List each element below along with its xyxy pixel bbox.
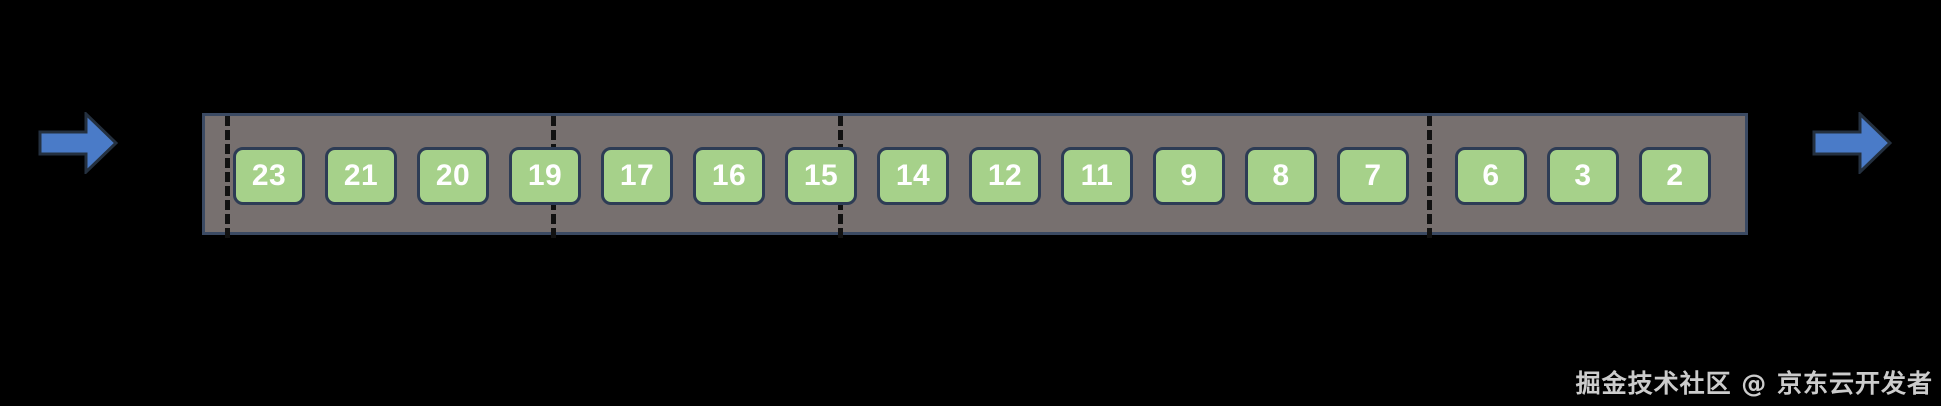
array-cell-label: 8 [1272,159,1290,192]
array-cell-label: 20 [435,159,471,192]
array-cell: 15 [785,147,857,205]
array-cell: 8 [1245,147,1317,205]
divider-start [225,116,230,238]
array-cell-label: 11 [1080,159,1114,192]
array-cell: 16 [693,147,765,205]
array-cell: 20 [417,147,489,205]
array-cell-label: 19 [527,159,563,192]
array-cell-label: 14 [895,159,931,192]
array-cell: 21 [325,147,397,205]
array-cell: 2 [1639,147,1711,205]
array-cell: 19 [509,147,581,205]
array-cell-label: 2 [1666,159,1684,192]
array-cell-label: 21 [343,159,379,192]
array-cell: 14 [877,147,949,205]
array-cell-label: 16 [711,159,747,192]
array-cell-label: 6 [1482,159,1500,192]
array-cell: 6 [1455,147,1527,205]
divider-3 [1427,116,1432,238]
array-cell-label: 23 [251,159,287,192]
array-cell-label: 9 [1180,159,1198,192]
array-cell-label: 7 [1364,159,1382,192]
array-band: 23 21 20 19 17 16 15 14 12 11 9 8 7 6 3 2 [202,113,1748,238]
array-cell: 9 [1153,147,1225,205]
array-cell: 23 [233,147,305,205]
array-cell-label: 15 [803,159,839,192]
array-cell: 12 [969,147,1041,205]
array-cell-label: 12 [987,159,1023,192]
watermark-text: 掘金技术社区 @ 京东云开发者 [1575,369,1933,398]
arrow-right-icon-right [1812,112,1892,174]
array-cell: 11 [1061,147,1133,205]
array-cell-label: 3 [1574,159,1592,192]
array-cell: 17 [601,147,673,205]
arrow-right-icon-left [38,112,118,174]
array-cell: 3 [1547,147,1619,205]
array-cell-label: 17 [619,159,655,192]
array-cell: 7 [1337,147,1409,205]
